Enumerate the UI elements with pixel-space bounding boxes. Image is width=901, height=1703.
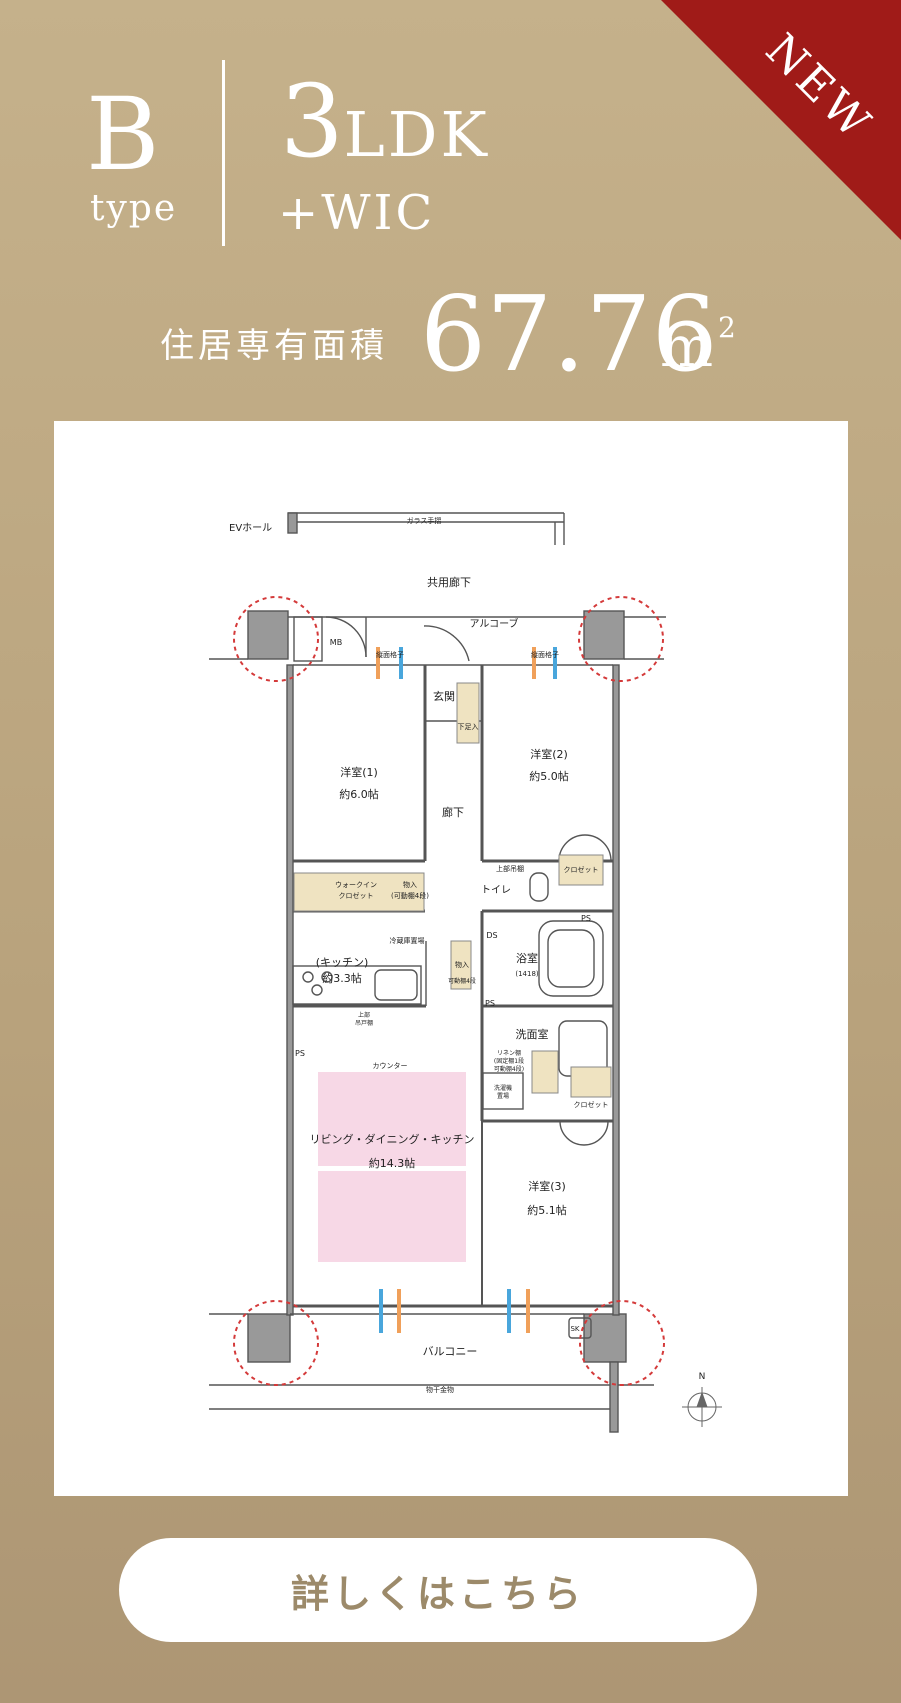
label-bath-size: (1418) [515, 970, 539, 978]
label-washroom: 洗面室 [516, 1027, 549, 1041]
layout-title: 3LDK [280, 72, 490, 172]
column-bottom-left [247, 1313, 291, 1363]
floorplan-panel: EVホール ガラス手摺 共用廊下 MB アルコーブ 縦面格子 縦面格子 玄関 下… [54, 421, 848, 1496]
area-value: 67.76 [420, 273, 718, 395]
label-storage2-sub: 可動棚4段 [448, 977, 476, 985]
layout-ldk: LDK [343, 98, 490, 171]
label-ldk-name: リビング・ダイニング・キッチン [310, 1132, 475, 1146]
label-toilet: トイレ [481, 885, 511, 896]
new-ribbon [661, 0, 901, 240]
label-room3-name: 洋室(3) [528, 1179, 566, 1193]
ldk-highlight-top [318, 1072, 466, 1166]
label-linen-1: リネン棚 [497, 1049, 521, 1057]
label-kitchen-upper-2: 吊戸棚 [355, 1019, 373, 1027]
type-word: type [90, 188, 178, 229]
column-top-right [583, 610, 625, 660]
details-button[interactable]: 詳しくはこちら [119, 1538, 757, 1642]
label-room3-size: 約5.1帖 [527, 1203, 567, 1217]
label-closet-3: クロゼット [574, 1100, 609, 1109]
label-room2-size: 約5.0帖 [529, 769, 569, 783]
label-alcove: アルコーブ [469, 617, 518, 630]
label-ps-toilet: PS [581, 914, 591, 923]
column-top-left [247, 610, 289, 660]
label-kitchen-name: (キッチン) [316, 956, 369, 969]
label-ev-hall: EVホール [229, 522, 272, 534]
label-compass-n: N [699, 1372, 706, 1382]
label-counter: カウンター [373, 1061, 408, 1070]
label-common-corridor: 共用廊下 [427, 575, 471, 589]
label-walk-in-2: クロゼット [339, 891, 374, 900]
layout-number: 3 [280, 63, 344, 180]
label-lattice-left: 縦面格子 [376, 650, 404, 659]
label-room2-name: 洋室(2) [530, 747, 568, 761]
label-upper-cabinet: 上部吊棚 [496, 864, 524, 873]
details-button-label: 詳しくはこちら [290, 1571, 585, 1616]
ldk-highlight-bottom [318, 1171, 466, 1262]
label-kitchen-size: 約3.3帖 [322, 971, 362, 985]
label-entrance: 玄関 [433, 689, 455, 703]
label-hallway: 廊下 [442, 805, 464, 819]
label-shoe-closet: 下足入 [458, 723, 479, 731]
label-ds: DS [486, 931, 497, 940]
label-sk: SK [570, 1325, 579, 1333]
label-lattice-right: 縦面格子 [531, 650, 559, 659]
area-label: 住居専有面積 [160, 326, 388, 366]
shoe-closet-box [456, 682, 480, 744]
label-mb: MB [330, 638, 342, 647]
label-kitchen-upper-1: 上部 [358, 1011, 370, 1019]
label-storage1-2: (可動棚4段) [391, 891, 429, 900]
label-washer-2: 置場 [497, 1092, 509, 1100]
floorplan-drawing: EVホール ガラス手摺 共用廊下 MB アルコーブ 縦面格子 縦面格子 玄関 下… [209, 512, 722, 1433]
area-unit: m [660, 315, 714, 380]
label-laundry-pole: 物干金物 [426, 1385, 454, 1394]
label-washer-1: 洗濯機 [494, 1084, 512, 1092]
label-fridge: 冷蔵庫置場 [390, 936, 425, 945]
layout-sub: +WIC [278, 185, 436, 241]
label-walk-in-1: ウォークイン [335, 881, 377, 889]
label-room1-size: 約6.0帖 [339, 787, 379, 801]
label-balcony: バルコニー [423, 1345, 478, 1358]
label-ps-kitchen: PS [295, 1049, 305, 1058]
type-letter: B [86, 76, 160, 193]
label-room1-name: 洋室(1) [340, 765, 378, 779]
label-storage2: 物入 [455, 960, 469, 969]
label-bath: 浴室 [516, 951, 538, 965]
label-linen-2: (固定棚1段 [494, 1057, 524, 1065]
label-storage1-1: 物入 [403, 880, 417, 889]
label-ps-bath: PS [485, 999, 495, 1008]
label-glass-rail: ガラス手摺 [407, 516, 442, 525]
label-ldk-size: 約14.3帖 [369, 1156, 416, 1170]
area-unit-superscript: 2 [718, 311, 736, 344]
label-closet-2: クロゼット [564, 865, 599, 874]
header-divider [222, 60, 225, 246]
label-linen-3: 可動棚4段) [494, 1065, 524, 1073]
